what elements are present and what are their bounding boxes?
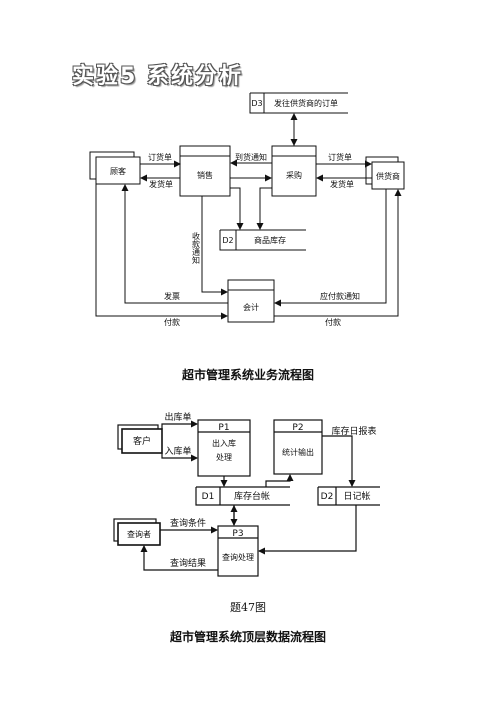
purchase-process [271,145,317,197]
store-d3 [249,92,348,114]
inquirer-label: 查询者 [127,529,151,539]
inquirer-entity [117,522,161,546]
process-p1 [197,419,251,477]
flow-order-out-label: 订货单 [328,152,352,162]
flow-order-in-label: 订货单 [148,152,172,162]
flow-sales-d2 [230,187,244,230]
sales-label: 销售 [197,170,213,180]
flow-d1-p2 [265,474,294,487]
sales-process [179,145,231,197]
journal-id: D2 [321,492,334,502]
p1-name-1: 出入库 [212,438,236,448]
p2-name: 统计输出 [282,447,314,457]
process-p2 [273,419,323,475]
page-title: 实验5 系统分析 [72,64,243,89]
store-journal [317,486,380,506]
flow-arrival-label: 到货通知 [235,152,267,162]
d2-name: 商品库存 [254,235,286,245]
flow-receipt-label: 收款通知 [192,231,201,265]
flow-receipt [201,196,228,296]
flow-ship-in-label: 发货单 [330,179,354,189]
d1-id: D1 [202,492,215,502]
flow-daily-report [322,435,356,487]
p3-name: 查询处理 [222,552,254,562]
p3-id: P3 [232,529,243,539]
supplier-entity [371,161,405,190]
flow-pay-left-label: 付款 [164,317,180,327]
flow-query-cond-label: 查询条件 [170,517,206,529]
flow-pay-right-label: 付款 [325,317,341,327]
accounting-process [227,279,275,323]
flow-purchase-d2 [256,187,272,230]
flow-query-result-label: 查询结果 [170,557,206,569]
p1-id: P1 [218,423,229,433]
flow-invoice [121,184,228,304]
flow-ship-out-label: 发货单 [149,179,173,189]
flow-daily-report-label: 库存日报表 [331,425,376,437]
flow-out-slip-label: 出库单 [164,411,191,423]
d3-id: D3 [251,99,262,108]
flow-pay-right [274,189,402,317]
flow-pay-notice [274,189,387,307]
flow-pay-notice-label: 应付款通知 [320,291,360,301]
diagram2-caption: 超市管理系统顶层数据流程图 [169,630,326,644]
flow-invoice-label: 发票 [164,291,180,301]
client-label: 客户 [133,435,151,447]
diagram1-caption: 超市管理系统业务流程图 [181,368,314,382]
accounting-label: 会计 [243,302,259,312]
supplier-label: 供货商 [376,171,400,181]
d2-id: D2 [222,236,233,245]
flow-query-result [140,545,218,571]
flow-out-slip [161,420,198,429]
d1-name: 库存台帐 [234,490,270,502]
flow-journal-p3 [258,505,357,555]
customer-label: 顾客 [110,166,126,176]
journal-name: 日记帐 [343,490,370,502]
process-p3 [217,525,259,577]
flow-in-slip-label: 入库单 [164,445,191,457]
client-entity [121,428,163,454]
p1-name-2: 处理 [216,452,232,462]
customer-entity [95,156,141,185]
flow-in-slip [161,453,198,462]
diagram2-subtitle: 题47图 [230,601,266,614]
purchase-label: 采购 [286,170,302,180]
d3-name: 发往供货商的订单 [274,98,338,108]
store-d1 [195,486,290,506]
store-d2 [219,229,306,251]
p2-id: P2 [292,423,303,433]
flow-pay-left [95,184,228,320]
